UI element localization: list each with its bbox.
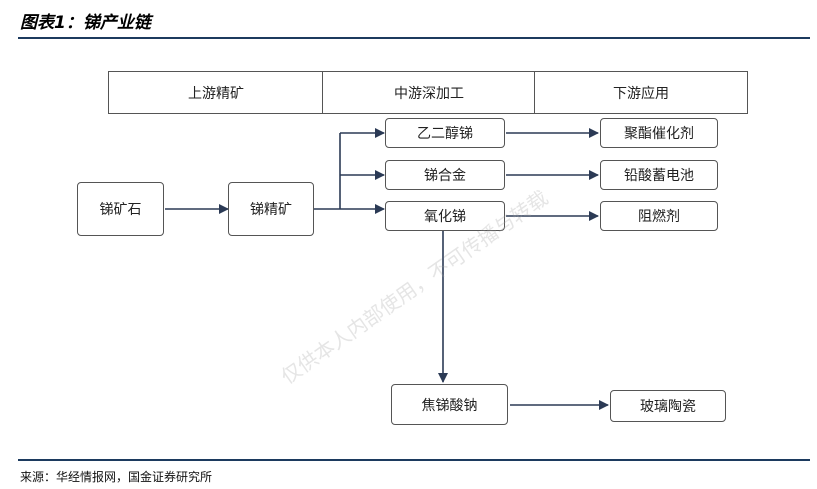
stage-upstream: 上游精矿 xyxy=(108,71,324,114)
node-sodium-pyroantimonate: 焦锑酸钠 xyxy=(391,384,508,425)
node-flame-retardant: 阻燃剂 xyxy=(600,201,718,231)
node-lead-acid-battery: 铅酸蓄电池 xyxy=(600,160,718,190)
node-antimony-alloy: 锑合金 xyxy=(385,160,505,190)
bottom-divider xyxy=(18,459,810,461)
node-glass-ceramics: 玻璃陶瓷 xyxy=(610,390,726,422)
figure-title: 图表1：锑产业链 xyxy=(20,13,151,33)
node-antimony-ore: 锑矿石 xyxy=(77,182,164,236)
node-antimony-oxide: 氧化锑 xyxy=(385,201,505,231)
source-note: 来源：华经情报网，国金证券研究所 xyxy=(20,470,213,484)
top-divider xyxy=(18,37,810,39)
node-antimony-glycol: 乙二醇锑 xyxy=(385,118,505,148)
stage-midstream: 中游深加工 xyxy=(322,71,536,114)
stage-downstream: 下游应用 xyxy=(534,71,748,114)
node-polyester-catalyst: 聚酯催化剂 xyxy=(600,118,718,148)
node-antimony-concentrate: 锑精矿 xyxy=(228,182,314,236)
